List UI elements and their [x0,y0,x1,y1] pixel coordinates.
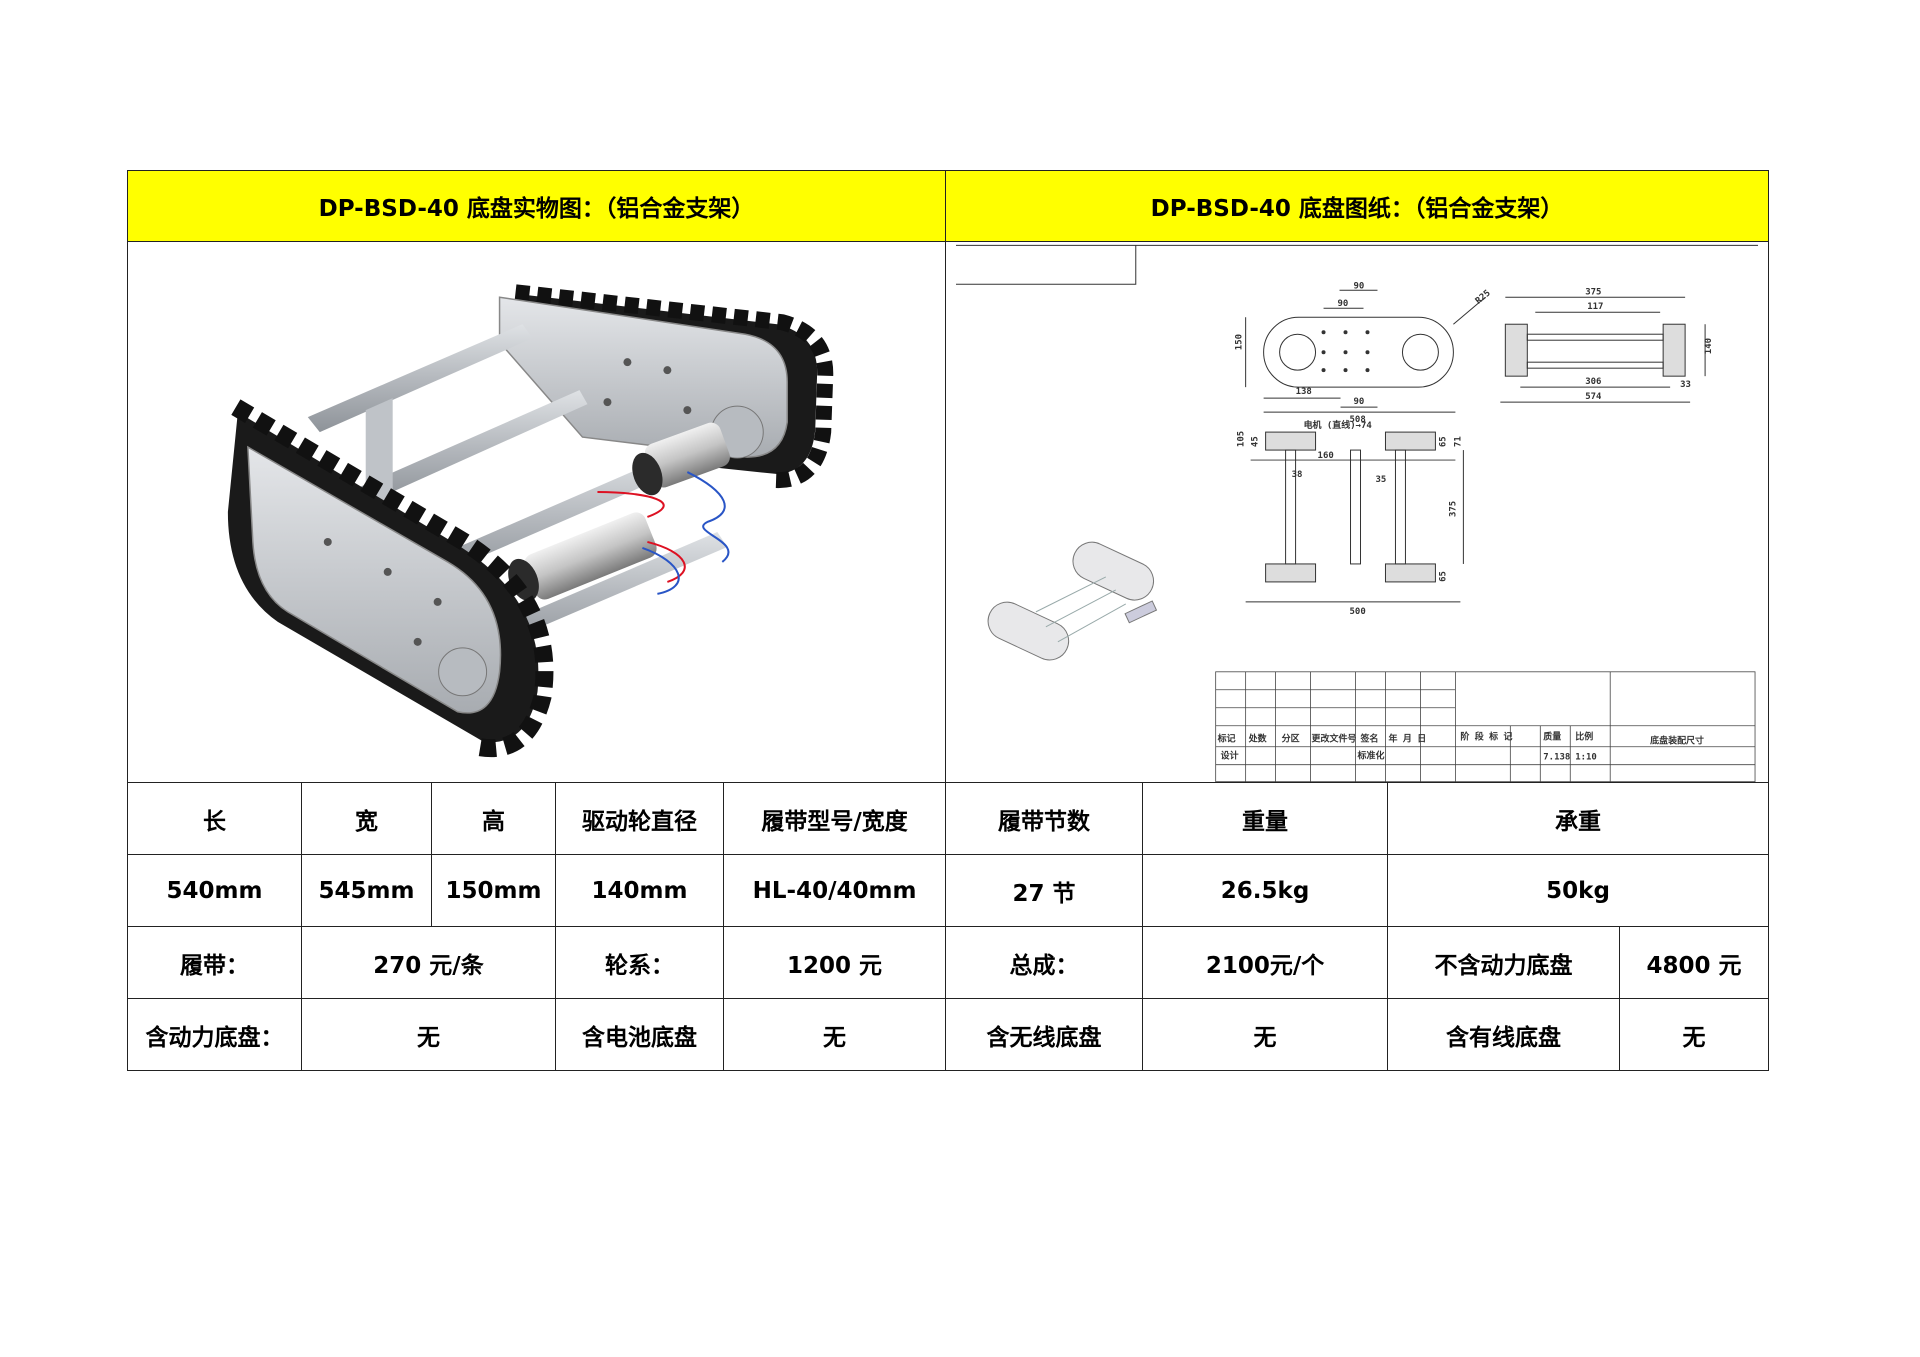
tb-standard: 标准化 [1357,750,1385,762]
tb-ratio-label: 比例 [1575,731,1593,743]
photo-title: DP-BSD-40 底盘实物图：（铝合金支架） [126,170,947,242]
front-track [227,399,554,758]
dim-33: 33 [1680,380,1691,390]
title-block: 标记 处数 分区 更改文件号 签名 年 月 日 设计 标准化 阶 段 标 记 质… [1215,671,1756,782]
tb-stage: 阶 段 标 记 [1460,731,1512,743]
spec-header-height: 高 [431,782,556,855]
option-power-value: 无 [301,998,556,1071]
dim-71: 71 [1453,436,1463,447]
spec-value-length: 540mm [127,854,302,927]
dim-motor: 电机 (直线)→74 [1304,419,1372,431]
tb-change-doc: 更改文件号 [1312,733,1357,745]
dim-65-bot: 65 [1438,571,1448,582]
price-wheel-value: 1200 元 [722,926,947,999]
price-track-value: 270 元/条 [301,926,556,999]
spec-value-row: 540mm 545mm 150mm 140mm HL-40/40mm 27 节 … [127,854,1770,927]
drawing-title: DP-BSD-40 底盘图纸：（铝合金支架） [945,170,1770,242]
spec-value-height: 150mm [431,854,556,927]
drive-motors [508,422,730,601]
dim-65-top: 65 [1438,436,1448,447]
spec-sheet: DP-BSD-40 底盘实物图：（铝合金支架） DP-BSD-40 底盘图纸：（… [126,170,1770,1077]
option-wireless-label: 含无线底盘 [945,998,1144,1071]
price-track-label: 履带： [127,926,302,999]
spec-header-load: 承重 [1387,782,1770,855]
dim-150: 150 [1235,334,1245,350]
engineering-drawing: 90 90 R25 150 138 90 508 [946,242,1768,782]
tb-drawing-name: 底盘装配尺寸 [1650,735,1704,747]
spec-value-width: 545mm [301,854,432,927]
spec-table: DP-BSD-40 底盘实物图：（铝合金支架） DP-BSD-40 底盘图纸：（… [126,170,1770,1071]
dim-35: 35 [1376,475,1387,485]
dim-90-mid: 90 [1338,299,1349,309]
spec-value-load: 50kg [1387,854,1770,927]
price-no-power-label: 不含动力底盘 [1387,926,1621,999]
spec-value-track-model: HL-40/40mm [722,854,947,927]
dim-375-front: 375 [1448,501,1458,517]
dim-117: 117 [1587,302,1603,312]
dim-105: 105 [1237,431,1247,447]
dim-140: 140 [1704,338,1714,354]
price-no-power-value: 4800 元 [1619,926,1770,999]
option-power-label: 含动力底盘： [127,998,302,1071]
tb-date: 年 月 日 [1389,733,1427,745]
tb-sign: 签名 [1360,733,1379,745]
tb-design: 设计 [1221,750,1239,762]
spec-header-length: 长 [127,782,302,855]
chassis-photo-cell [126,241,947,783]
tb-zone: 分区 [1282,733,1300,745]
spec-header-row: 长 宽 高 驱动轮直径 履带型号/宽度 履带节数 重量 承重 [127,782,1770,855]
dim-38: 38 [1292,470,1303,480]
spec-header-wheel-diameter: 驱动轮直径 [555,782,724,855]
price-assembly-value: 2100元/个 [1142,926,1389,999]
option-wired-value: 无 [1619,998,1770,1071]
front-view: 电机 (直线)→74 105 45 160 38 35 65 71 375 65… [1237,419,1464,617]
side-view: 375 117 306 574 33 140 [1500,287,1714,403]
chassis-photo [128,242,945,782]
spec-header-weight: 重量 [1142,782,1389,855]
tb-weight-label: 质量 [1543,731,1561,743]
price-wheel-label: 轮系： [555,926,724,999]
dim-574: 574 [1585,392,1601,402]
spec-value-weight: 26.5kg [1142,854,1389,927]
tb-mark: 标记 [1217,733,1236,745]
dim-45: 45 [1251,436,1261,447]
dim-90-top: 90 [1354,281,1365,291]
rear-track [498,284,834,489]
spec-header-track-model: 履带型号/宽度 [722,782,947,855]
option-row: 含动力底盘： 无 含电池底盘 无 含无线底盘 无 含有线底盘 无 [127,998,1770,1071]
spec-header-track-links: 履带节数 [945,782,1144,855]
isometric-view [987,541,1158,661]
dim-90-bot: 90 [1354,397,1365,407]
price-row: 履带： 270 元/条 轮系： 1200 元 总成： 2100元/个 不含动力底… [127,926,1770,999]
option-wireless-value: 无 [1142,998,1389,1071]
option-wired-label: 含有线底盘 [1387,998,1621,1071]
dim-138: 138 [1296,387,1312,397]
tb-count: 处数 [1248,733,1268,745]
dim-508: 508 [1350,415,1366,425]
tb-ratio-value: 1:10 [1575,753,1597,763]
spec-value-track-links: 27 节 [945,854,1144,927]
dim-375-side: 375 [1585,287,1601,297]
option-battery-value: 无 [722,998,947,1071]
header-row: DP-BSD-40 底盘实物图：（铝合金支架） DP-BSD-40 底盘图纸：（… [126,170,1770,242]
spec-value-wheel-diameter: 140mm [555,854,724,927]
tb-weight-value: 7.138 [1543,753,1570,763]
dim-160: 160 [1318,451,1334,461]
option-battery-label: 含电池底盘 [555,998,724,1071]
dim-500: 500 [1350,607,1366,617]
spec-header-width: 宽 [301,782,432,855]
dim-306: 306 [1585,377,1601,387]
image-row: 90 90 R25 150 138 90 508 [126,241,1770,783]
price-assembly-label: 总成： [945,926,1144,999]
drawing-cell: 90 90 R25 150 138 90 508 [945,241,1770,783]
top-view: 90 90 R25 150 138 90 508 [1235,281,1493,425]
